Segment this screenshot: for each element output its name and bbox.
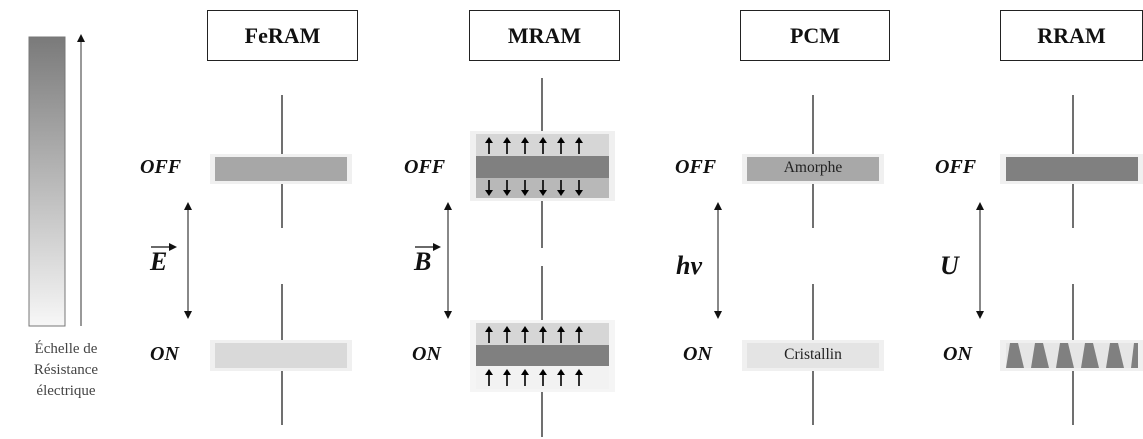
pcm-column [714,95,884,425]
resistance-scale-bar [28,36,66,327]
feram-on-label: ON [150,343,179,365]
magnetization-arrow-head [503,326,511,332]
rram-field-label: U [940,251,959,280]
title-box-rram: RRAM [1000,10,1143,61]
magnetization-arrow-head [503,369,511,375]
magnetization-arrow-head [485,137,493,143]
mram-column [415,78,615,437]
magnetization-arrow-head [539,369,547,375]
magnetization-arrow-head [521,369,529,375]
rram-filament [1006,343,1024,368]
rram-filament [1031,343,1049,368]
rram-filament [1106,343,1124,368]
mram-field-label: B [414,247,432,276]
pcm-field-label: hv [676,251,702,280]
mram-on-core [476,345,609,366]
magnetization-arrow-head [557,190,565,196]
scale-label-line-1: Échelle de [34,341,98,357]
rram-filament [1056,343,1074,368]
mram-on-up-arrows-top [485,326,583,343]
magnetization-arrow-head [503,137,511,143]
magnetization-arrow-head [521,326,529,332]
pcm-on-layer-label: Cristallin [784,346,842,363]
magnetization-arrow-head [557,137,565,143]
magnetization-arrow-head [557,369,565,375]
pcm-on-layer-core [747,343,879,368]
feram-column [151,95,352,425]
magnetization-arrow-head [557,326,565,332]
rram-off-label: OFF [935,156,977,178]
scale-label-line-2: Résistance [33,362,99,378]
rram-filament [1081,343,1099,368]
title-box-feram: FeRAM [207,10,358,61]
magnetization-arrow-head [503,190,511,196]
feram-off-layer-core [215,157,347,181]
magnetization-arrow-head [539,137,547,143]
pcm-off-layer-label: Amorphe [783,159,843,176]
magnetization-arrow-head [575,369,583,375]
magnetization-arrow-head [485,190,493,196]
magnetization-arrow-head [575,326,583,332]
pcm-off-label: OFF [675,156,717,178]
scale-label-line-3: électrique [36,383,96,399]
magnetization-arrow-head [521,137,529,143]
magnetization-arrow-head [575,137,583,143]
magnetization-arrow-head [539,190,547,196]
magnetization-arrow-head [575,190,583,196]
pcm-off-layer-core [747,157,879,181]
feram-field-label: E [150,247,168,276]
rram-on-label: ON [943,343,972,365]
rram-filaments [1006,343,1138,368]
mram-off-label: OFF [404,156,446,178]
mram-off-up-arrows [485,137,583,154]
magnetization-arrow-head [521,190,529,196]
mram-off-core [476,156,609,178]
rram-off-layer-core [1006,157,1138,181]
magnetization-arrow-head [485,369,493,375]
magnetization-arrow-head [485,326,493,332]
pcm-on-label: ON [683,343,712,365]
mram-on-up-arrows-bottom [485,369,583,386]
magnetization-arrow-head [539,326,547,332]
mram-off-down-arrows [485,180,583,196]
feram-off-label: OFF [140,156,182,178]
title-box-mram: MRAM [469,10,620,61]
title-box-pcm: PCM [740,10,890,61]
rram-filament [1131,343,1138,368]
mram-on-label: ON [412,343,441,365]
rram-column [976,95,1143,425]
feram-on-layer-core [215,343,347,368]
